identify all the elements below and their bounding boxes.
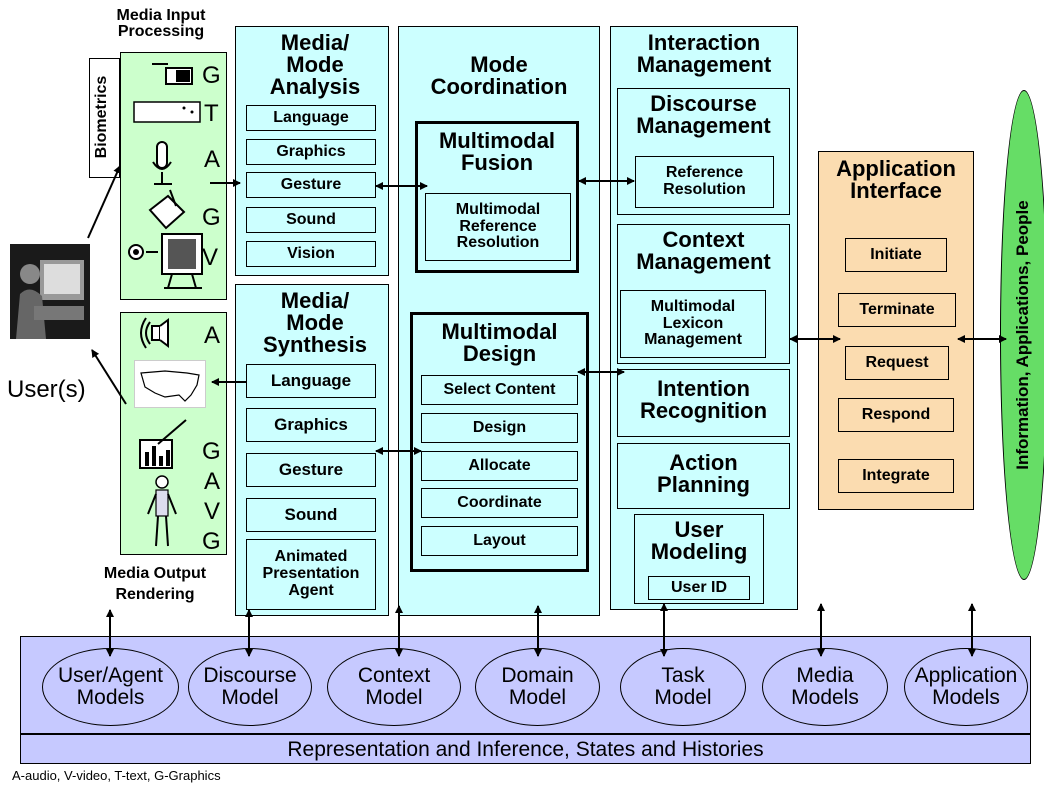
output-letter-a: A [204, 322, 221, 349]
media-output-title: Media Output Rendering [103, 565, 207, 603]
synthesis-language: Language [246, 364, 376, 398]
user-id: User ID [648, 576, 750, 600]
input-letter-g: G [202, 62, 221, 89]
pen-tablet-icon [146, 188, 188, 232]
bar-chart-icon [136, 418, 192, 472]
media-output-panel [120, 312, 227, 555]
mode-coordination-title: Mode Coordination [430, 52, 568, 99]
output-letter-a2: A [204, 468, 221, 495]
design-allocate: Allocate [421, 451, 578, 481]
analysis-language: Language [246, 105, 376, 131]
multimodal-lexicon-management: Multimodal Lexicon Management [620, 290, 766, 358]
interaction-management-title: Interaction Management [636, 30, 772, 77]
speaker-icon [138, 316, 188, 352]
synthesis-sound: Sound [246, 498, 376, 532]
design-layout: Layout [421, 526, 578, 556]
app-request: Request [845, 346, 949, 380]
fingerprint-icon [150, 60, 194, 90]
input-letter-v: V [202, 244, 219, 271]
input-letter-a: A [204, 146, 221, 173]
analysis-gesture: Gesture [246, 172, 376, 198]
input-letter-t: T [204, 100, 219, 127]
output-letter-g: G [202, 438, 221, 465]
design-select-content: Select Content [421, 375, 578, 405]
representation-bar: Representation and Inference, States and… [20, 734, 1031, 764]
app-respond: Respond [838, 398, 954, 432]
user-photo [10, 244, 90, 339]
multimodal-reference-resolution: Multimodal Reference Resolution [425, 193, 571, 261]
application-interface-panel [818, 151, 974, 510]
design-design: Design [421, 413, 578, 443]
design-coordinate: Coordinate [421, 488, 578, 518]
analysis-vision: Vision [246, 241, 376, 267]
synthesis-graphics: Graphics [246, 408, 376, 442]
animated-agent-icon [146, 474, 178, 550]
app-integrate: Integrate [838, 459, 954, 493]
map-icon [134, 360, 206, 408]
biometrics-box: Biometrics [89, 58, 120, 178]
media-synthesis-title: Media/ Mode Synthesis [263, 288, 367, 357]
abbreviation-legend: A-audio, V-video, T-text, G-Graphics [12, 768, 221, 783]
app-terminate: Terminate [838, 293, 956, 327]
intention-recognition-box: Intention Recognition [617, 369, 790, 437]
output-letter-v: V [204, 498, 221, 525]
application-interface-title: Application Interface [836, 156, 956, 203]
camera-monitor-icon [124, 232, 216, 292]
users-label: User(s) [7, 376, 86, 403]
input-letter-g2: G [202, 204, 221, 231]
output-letter-g2: G [202, 528, 221, 555]
analysis-sound: Sound [246, 207, 376, 233]
keyboard-icon [132, 100, 204, 126]
media-input-title: Media Input Processing [116, 7, 206, 40]
discourse-reference-resolution: Reference Resolution [635, 156, 774, 208]
media-analysis-title: Media/ Mode Analysis [269, 30, 361, 99]
analysis-graphics: Graphics [246, 139, 376, 165]
microphone-icon [148, 140, 178, 186]
synthesis-gesture: Gesture [246, 453, 376, 487]
app-initiate: Initiate [845, 238, 947, 272]
synthesis-agent: Animated Presentation Agent [246, 539, 376, 610]
action-planning-box: Action Planning [617, 443, 790, 509]
